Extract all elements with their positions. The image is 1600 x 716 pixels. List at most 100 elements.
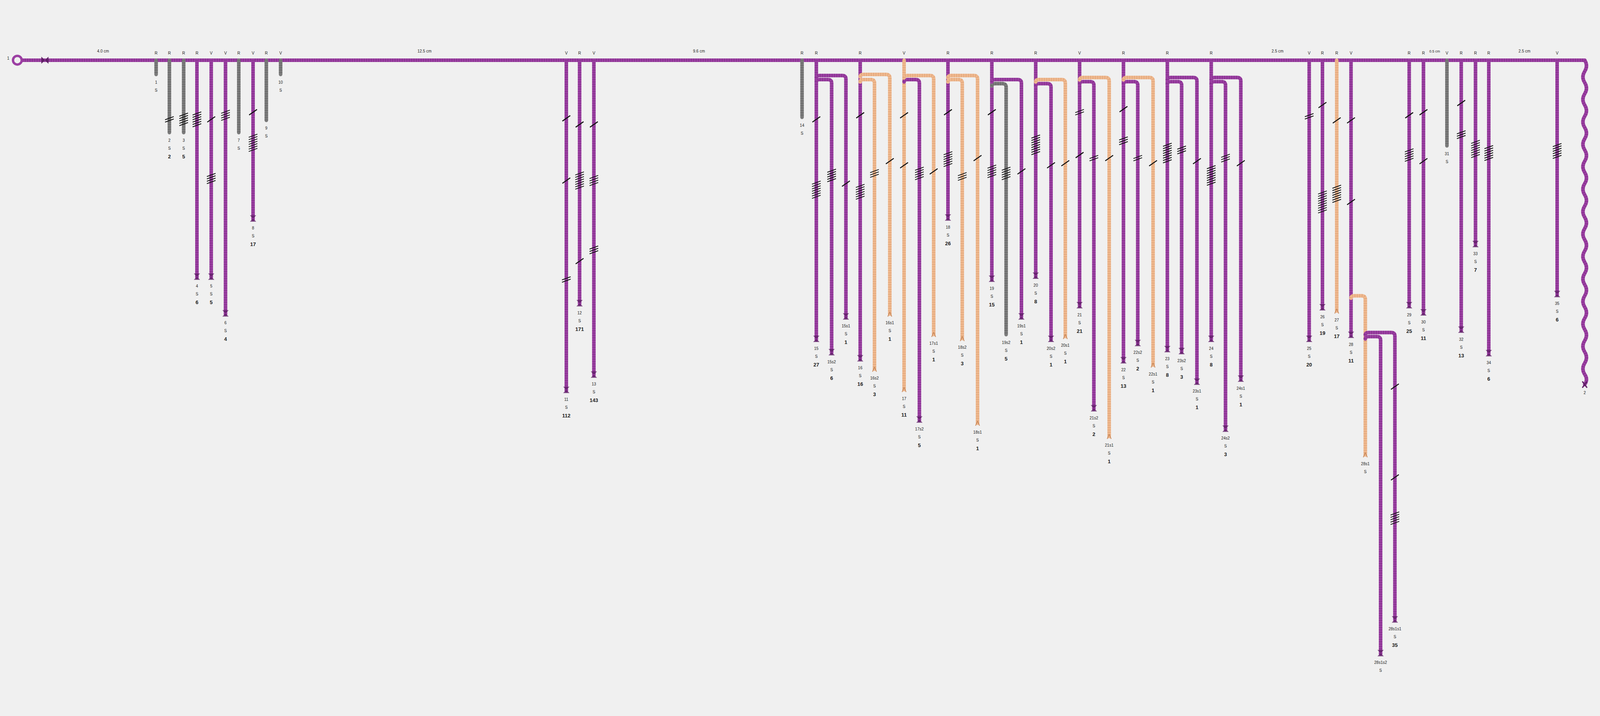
single-knot — [575, 258, 584, 264]
attachment-letter: R — [167, 51, 171, 56]
pendant-cord-twist — [278, 60, 283, 75]
single-knot — [1061, 160, 1070, 166]
cord-end-knot — [1164, 346, 1171, 353]
pendant-cord-twist — [264, 60, 269, 121]
single-knot — [856, 112, 864, 119]
long-knot-turn — [827, 178, 836, 182]
subsidiary-cord-twist — [948, 75, 978, 424]
cord-number: 16s1 — [885, 321, 895, 326]
cord-end-knot — [916, 416, 923, 423]
cord-spin: S — [960, 353, 964, 358]
cord-spin: S — [1136, 358, 1140, 363]
cord-number: 21 — [1077, 313, 1082, 318]
pendant-cord-twist — [1033, 60, 1038, 277]
pendant-cord-twist — [1473, 60, 1478, 245]
frayed-end — [872, 367, 877, 372]
attachment-letter: R — [1121, 51, 1125, 56]
cord-number: 1 — [7, 56, 10, 61]
cord-spin: S — [1459, 345, 1463, 350]
subsidiary-cord — [1351, 295, 1366, 456]
cord-number: 2 — [168, 138, 171, 143]
long-knot-turn — [987, 174, 997, 178]
long-knot-turn — [1163, 159, 1172, 163]
single-knot — [929, 168, 938, 175]
subsidiary-cord-twist — [1123, 81, 1138, 345]
pendant-cord-twist — [1077, 60, 1082, 306]
single-knot — [1457, 100, 1466, 106]
single-knot — [899, 162, 908, 168]
pendant-cord — [167, 60, 172, 133]
single-knot — [1236, 160, 1245, 166]
subsidiary-cord-twist — [948, 79, 963, 339]
long-knot-turn — [914, 176, 924, 180]
cord-number: 1 — [154, 80, 158, 85]
knot-count: 171 — [575, 326, 584, 332]
pendant-cord — [1165, 60, 1169, 351]
attachment-letter: R — [1034, 51, 1038, 56]
cord-spin: S — [1195, 397, 1199, 402]
long-knot-turn — [1304, 115, 1314, 119]
pendant-cord-twist — [1165, 60, 1169, 351]
pendant-cord — [858, 60, 863, 360]
knot-count: 17 — [1333, 333, 1340, 339]
knot-count: 11 — [1348, 358, 1354, 364]
attachment-letter: R — [195, 51, 199, 56]
knot-count: 1 — [976, 446, 979, 452]
attachment-letter: R — [577, 51, 581, 56]
subsidiary-cord — [1123, 77, 1154, 366]
subsidiary-cord-twist — [1351, 295, 1366, 456]
attachment-letter: V — [1555, 51, 1559, 56]
long-knot-turn — [1031, 151, 1041, 155]
cord-spin: S — [1004, 348, 1008, 353]
single-knot — [1017, 168, 1026, 175]
long-knot-turn — [1404, 158, 1414, 162]
cord-spin: S — [1445, 160, 1449, 164]
cord-number: 12 — [577, 311, 582, 316]
cord-end-knot — [1582, 381, 1587, 388]
cord-number: 19s2 — [1001, 340, 1011, 345]
knot-count: 3 — [1223, 451, 1227, 458]
cord-number: 5 — [210, 284, 213, 289]
attachment-letter: R — [237, 51, 241, 56]
cord-number: 17s1 — [929, 341, 939, 346]
single-knot — [1419, 158, 1428, 164]
long-knot-turn — [811, 195, 821, 199]
cord-spin: S — [1151, 380, 1155, 385]
subsidiary-cord-twist — [816, 79, 832, 353]
long-knot-turn — [179, 122, 189, 126]
subsidiary-cord-twist — [1211, 81, 1226, 430]
pendant-cord — [223, 60, 228, 315]
subsidiary-cord-twist — [1035, 79, 1066, 337]
frayed-end — [1363, 452, 1368, 458]
cord-number: 10 — [278, 80, 283, 85]
pendant-cord — [814, 60, 819, 340]
pendant-cord — [1407, 60, 1411, 306]
single-knot — [1119, 106, 1128, 112]
cord-number: 17 — [901, 397, 907, 401]
attachment-letter: V — [564, 51, 568, 56]
cord-end-knot — [1134, 339, 1141, 347]
subsidiary-cord — [903, 75, 934, 335]
cord-end-knot — [1319, 304, 1326, 311]
cord-number: 28s1 — [1360, 462, 1370, 467]
pendant-cord — [1209, 60, 1213, 340]
cord-number: 25 — [1306, 346, 1312, 351]
knot-count: 5 — [209, 299, 213, 305]
cord-spin: S — [1049, 354, 1053, 359]
long-knot-turn — [1390, 521, 1400, 525]
cord-number: 30 — [1421, 320, 1426, 325]
pendant-cord — [800, 60, 804, 118]
cord-end-knot — [1237, 375, 1245, 383]
attachment-letter: R — [1422, 51, 1425, 56]
cord-number: 23s1 — [1192, 389, 1202, 394]
cord-number: 15 — [814, 346, 819, 351]
knot-count: 1 — [844, 339, 848, 345]
attachment-letter: V — [209, 51, 213, 56]
cord-spin: S — [1166, 365, 1169, 369]
cord-end-knot — [563, 386, 570, 394]
long-knot-turn — [1484, 157, 1493, 161]
attachment-letter: V — [902, 51, 906, 56]
cord-spin: S — [1555, 309, 1559, 314]
pendant-cord-twist — [564, 60, 569, 391]
single-knot — [841, 180, 850, 187]
